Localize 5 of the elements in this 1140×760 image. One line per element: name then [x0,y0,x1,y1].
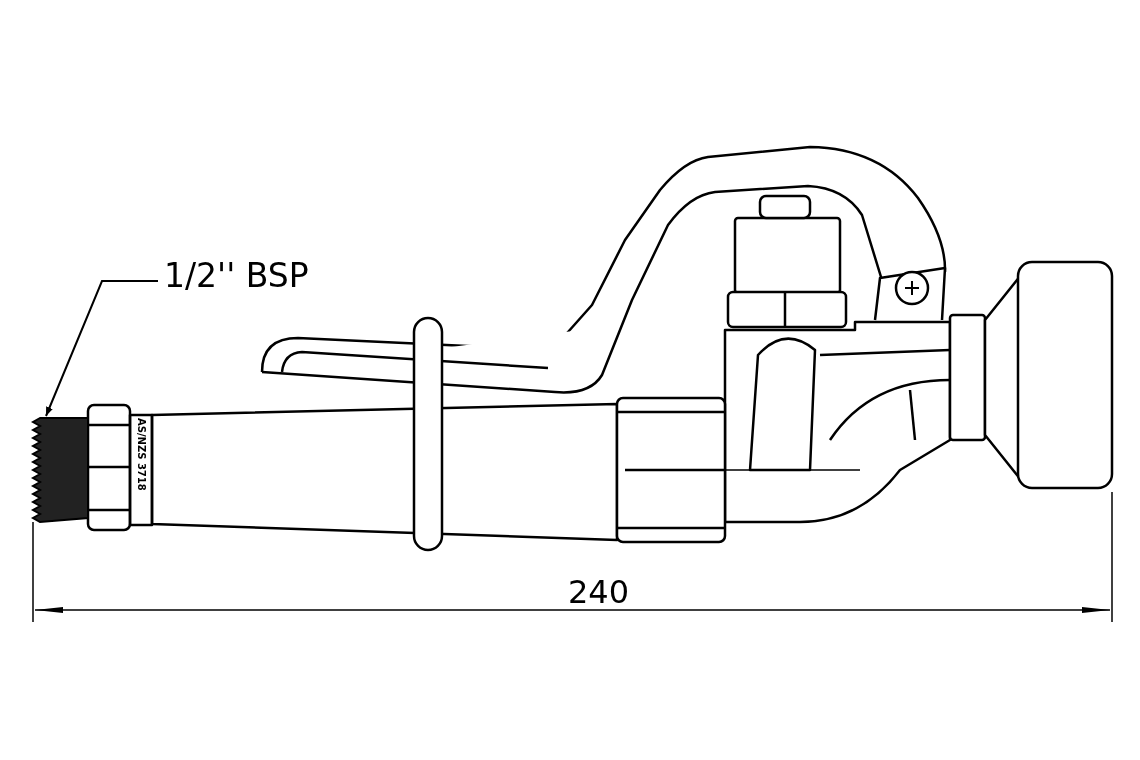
dimension-text: 240 [568,573,630,611]
thread-drawing [31,417,89,524]
standard-marking: AS/NZS 3718 [135,418,148,491]
callout-text: 1/2'' BSP [164,256,309,295]
leader-line [45,280,159,417]
